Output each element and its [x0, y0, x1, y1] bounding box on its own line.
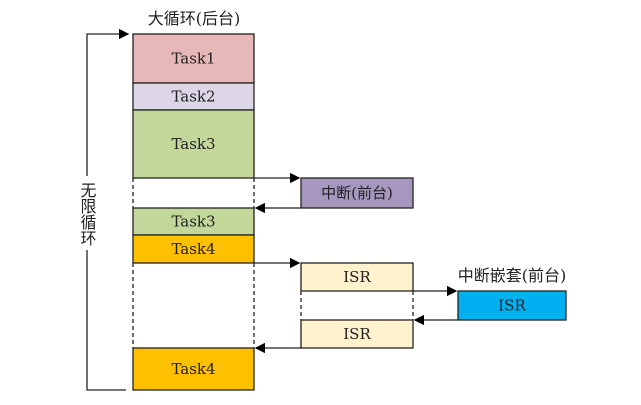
- isr-box: ISR: [300, 262, 414, 292]
- task-box-4: Task4: [132, 234, 255, 264]
- isr-box-resume: ISR: [300, 319, 414, 349]
- task-box-2-label: Task2: [171, 88, 215, 106]
- task-box-4-resume: Task4: [132, 347, 255, 391]
- isr-box-label: ISR: [343, 268, 371, 286]
- interrupt-box-label: 中断(前台): [321, 184, 393, 202]
- background-title: 大循环(后台): [148, 9, 241, 28]
- task-box-3: Task3: [132, 109, 255, 179]
- task-box-4-rect: [132, 234, 255, 264]
- interrupt-box: 中断(前台): [300, 177, 414, 209]
- task-box-3-resume: Task3: [132, 207, 255, 236]
- isr-box-rect: [300, 262, 414, 292]
- nested-isr-box-rect: [457, 290, 567, 321]
- task-box-4-label: Task4: [171, 240, 215, 258]
- task-box-1: Task1: [132, 33, 255, 84]
- interrupt-box-rect: [300, 177, 414, 209]
- isr-box-resume-rect: [300, 319, 414, 349]
- task-box-3-label: Task3: [171, 135, 215, 153]
- nested-interrupt-label: 中断嵌套(前台): [458, 266, 567, 285]
- nested-isr-box-label: ISR: [498, 297, 526, 315]
- nested-isr-box: ISR: [457, 290, 567, 321]
- task-box-1-rect: [132, 33, 255, 84]
- task-box-3-resume-label: Task3: [171, 213, 215, 231]
- task-box-4-resume-rect: [132, 347, 255, 391]
- isr-box-resume-label: ISR: [343, 325, 371, 343]
- task-box-2: Task2: [132, 82, 255, 111]
- task-box-3-rect: [132, 109, 255, 179]
- loop-label: 无限循环: [78, 182, 97, 246]
- task-box-4-resume-label: Task4: [171, 360, 215, 378]
- task-box-1-label: Task1: [171, 50, 215, 68]
